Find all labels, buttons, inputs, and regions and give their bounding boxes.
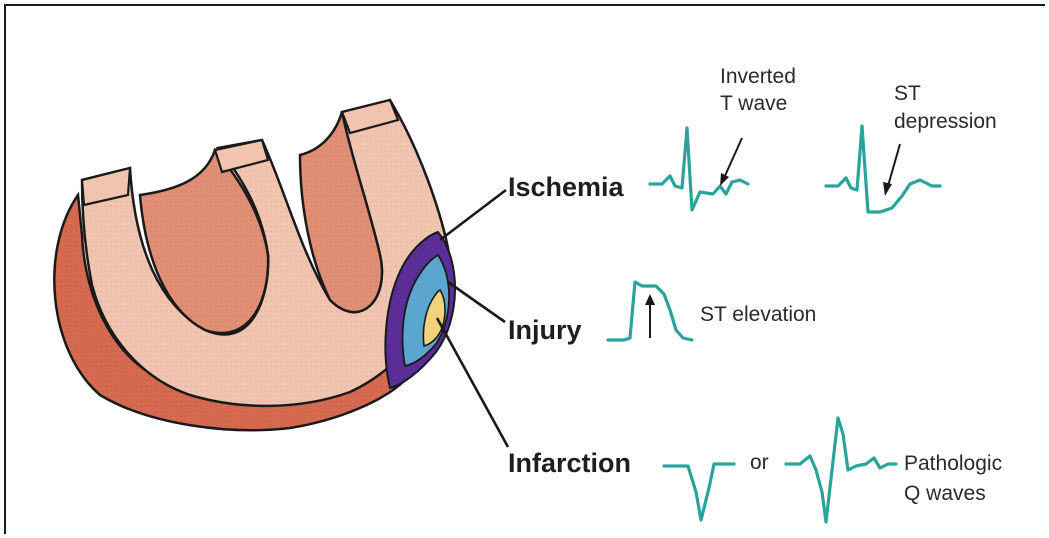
ecg-q-wave-simple [664, 464, 734, 520]
label-injury: Injury [508, 315, 582, 345]
arrow-st-depression [888, 144, 900, 186]
ecg-st-depression [826, 126, 940, 212]
annotation-st-label: ST [894, 82, 921, 105]
leader-injury [448, 282, 505, 322]
arrow-inverted-t-head [720, 173, 729, 186]
annotation-q-waves-label: Q waves [904, 482, 986, 505]
label-ischemia: Ischemia [508, 172, 625, 202]
annotation-t-wave-label: T wave [720, 92, 787, 115]
ecg-pathologic-q-wave [786, 418, 896, 522]
heart-section [54, 100, 455, 430]
annotation-pathologic-label: Pathologic [904, 452, 1002, 475]
arrow-st-elevation-head [645, 294, 655, 305]
annotation-or: or [750, 451, 769, 474]
annotation-depression-label: depression [894, 110, 997, 133]
ecg-inverted-t-wave [650, 128, 748, 210]
arrow-st-depression-head [883, 182, 892, 196]
leader-infarction [437, 318, 508, 447]
arrow-inverted-t [724, 138, 742, 178]
leader-ischemia [440, 190, 506, 240]
label-infarction: Infarction [508, 448, 631, 478]
annotation-st-elevation: ST elevation [700, 303, 816, 326]
annotation-inverted-label: Inverted [720, 65, 796, 88]
